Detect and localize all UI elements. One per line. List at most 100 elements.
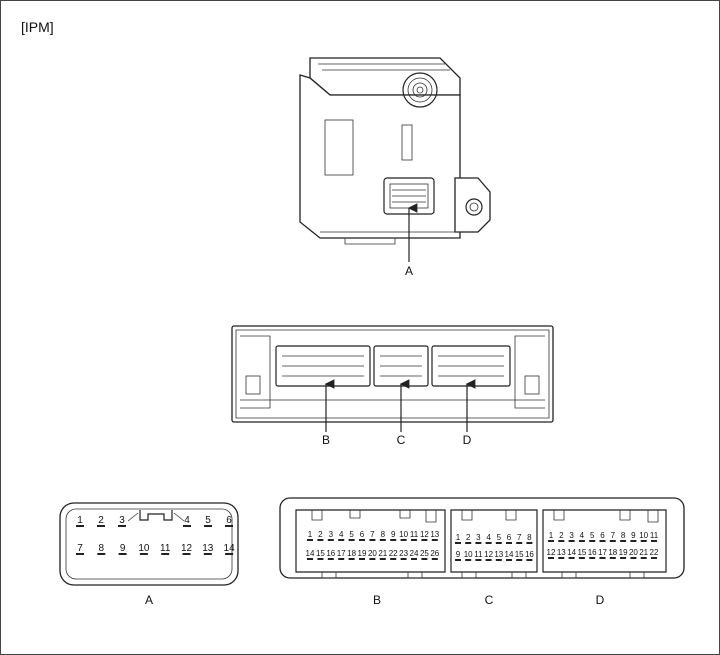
connector-b-pin-20 [369,558,376,560]
connector-c-pin-1 [455,542,461,544]
connector-b-pin-22 [390,558,397,560]
connector-a-pin-10 [139,553,148,555]
connector-a-pin-14 [225,553,234,555]
connector-c-pin-label-12: 12 [484,550,493,559]
connector-b-pin-8 [379,539,386,541]
side-callout-d: D [463,433,472,447]
connector-d-pin-label-20: 20 [629,548,638,557]
connector-b-pin-label-26: 26 [430,549,439,558]
connector-d-pin-label-15: 15 [577,548,586,557]
connector-d-pin-11 [651,540,657,542]
connector-b-pin-12 [421,539,428,541]
connector-d-pin-label-22: 22 [650,548,659,557]
connector-a-pin-label-10: 10 [138,543,150,554]
connector-c-pin-label-7: 7 [517,533,522,542]
connector-a-pin-label-7: 7 [77,543,83,554]
connector-d-pin-13 [558,557,565,559]
side-callout-b: B [322,433,330,447]
connector-b-pin-21 [379,558,386,560]
connector-d-pin-label-10: 10 [639,531,648,540]
connector-c-pin-label-13: 13 [494,550,503,559]
connector-d-pin-label-11: 11 [650,531,659,540]
connector-b-pin-1 [307,539,313,541]
connector-b-pin-label-15: 15 [316,549,325,558]
connector-a-pin-label-9: 9 [120,543,126,554]
connector-a-pin-3 [118,525,126,527]
connector-b-pin-label-11: 11 [410,530,419,539]
connector-d-pin-16 [589,557,596,559]
connector-d-pin-label-12: 12 [547,548,556,557]
connector-d-pin-1 [548,540,554,542]
connector-b-pin-label-18: 18 [347,549,356,558]
connector-d-pin-label-16: 16 [588,548,597,557]
connector-c-pin-6 [506,542,512,544]
connector-d-pin-label-19: 19 [619,548,628,557]
connector-b-pin-label-21: 21 [378,549,387,558]
connector-b-pin-label-1: 1 [308,530,313,539]
connector-d-pin-label-6: 6 [600,531,605,540]
ipm-side-view [231,325,554,432]
connector-b-pin-label-13: 13 [430,530,439,539]
connector-b-pin-23 [400,558,407,560]
connector-b-pin-6 [359,539,365,541]
connector-c-pin-label-9: 9 [456,550,461,559]
speaker-grille [402,72,438,108]
connector-c-pin-3 [475,542,482,544]
connector-c-pin-4 [485,542,492,544]
connector-c-pin-7 [516,542,523,544]
connector-d-pin-label-21: 21 [639,548,648,557]
connector-b-pin-26 [431,558,438,560]
connector-b-pin-label-9: 9 [391,530,396,539]
connector-b-pin-label-8: 8 [381,530,386,539]
connector-b-pin-11 [411,539,417,541]
connector-b-pin-10 [400,539,407,541]
face-caption-a: A [145,593,153,607]
connector-d-pin-label-1: 1 [549,531,554,540]
connector-c-pin-label-2: 2 [466,533,471,542]
connector-b-pin-17 [338,558,345,560]
connector-d-pin-22 [651,557,657,559]
connector-b-pin-18 [348,558,355,560]
connector-d-pin-label-7: 7 [611,531,616,540]
face-caption-c: C [485,593,494,607]
connector-c-pin-13 [495,559,502,561]
connector-d-pin-12 [548,557,554,559]
connector-a-pin-label-6: 6 [226,515,232,526]
connector-b-pin-2 [317,539,324,541]
connector-d-pin-label-8: 8 [621,531,626,540]
connector-a-pin-6 [225,525,233,527]
connector-c-pin-8 [526,542,533,544]
connector-d-pin-6 [599,540,606,542]
connector-d-pin-14 [568,557,575,559]
connector-b-pin-label-5: 5 [349,530,354,539]
connector-a-pin-label-1: 1 [77,515,83,526]
connector-d-pin-3 [568,540,575,542]
connector-a-pin-13 [203,553,212,555]
connector-c-pin-label-10: 10 [464,550,473,559]
connector-c-pin-label-11: 11 [474,550,483,559]
connector-d-pin-9 [630,540,637,542]
connector-b-pin-label-7: 7 [370,530,375,539]
connector-b-pin-label-10: 10 [399,530,408,539]
connector-d-pin-4 [578,540,585,542]
connector-a-pin-12 [182,553,191,555]
connector-c-pin-15 [516,559,523,561]
connector-d-pin-20 [630,557,637,559]
connector-b-pin-label-16: 16 [326,549,335,558]
connector-b-pin-24 [411,558,417,560]
side-connector-d [431,345,511,387]
connector-c-pin-label-3: 3 [476,533,481,542]
connector-d-pin-10 [640,540,647,542]
connector-b-pin-9 [390,539,397,541]
connector-a-pin-label-3: 3 [119,515,125,526]
connector-a-pin-label-4: 4 [184,515,190,526]
side-callout-c: C [397,433,406,447]
connector-b-pin-label-14: 14 [306,549,315,558]
connector-a-pin-2 [97,525,105,527]
connector-c-pin-label-8: 8 [527,533,532,542]
connector-b-pin-label-6: 6 [360,530,365,539]
connector-a-pin-9 [118,553,127,555]
connector-a-pin-label-13: 13 [202,543,214,554]
